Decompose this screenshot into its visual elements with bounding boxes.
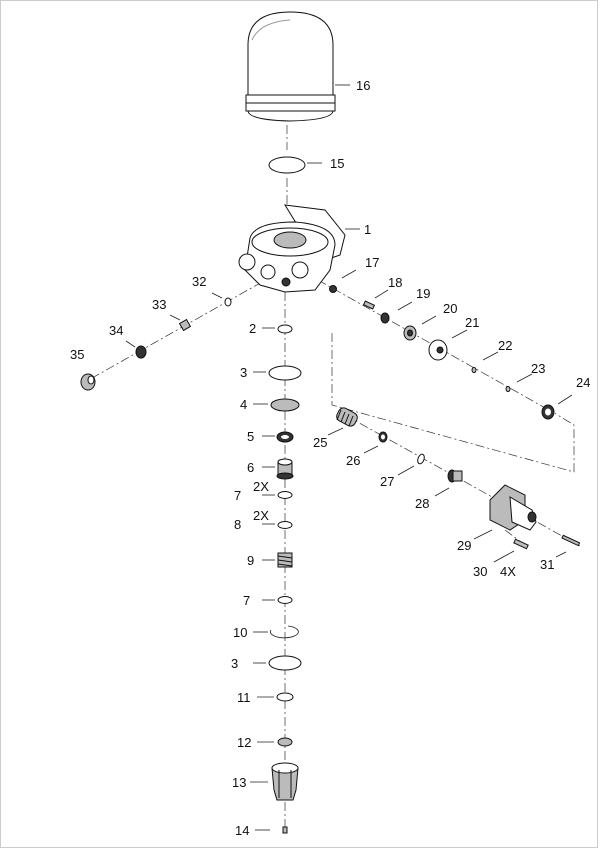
callout-27: 27	[380, 474, 394, 489]
part-3a	[268, 365, 302, 381]
part-1-housing	[238, 204, 346, 293]
callout-34: 34	[109, 323, 123, 338]
right-upper-parts	[329, 285, 555, 420]
callout-17: 17	[365, 255, 379, 270]
callout-20: 20	[443, 301, 457, 316]
part-34	[135, 345, 147, 359]
callout-23: 23	[531, 361, 545, 376]
callout-29: 29	[457, 538, 471, 553]
callout-8: 8	[234, 517, 241, 532]
callout-9: 9	[247, 553, 254, 568]
quantity-8: 2X	[253, 508, 269, 523]
part-12	[277, 737, 293, 747]
callout-1: 1	[364, 222, 371, 237]
part-9-spring	[277, 552, 293, 568]
callout-28: 28	[415, 496, 429, 511]
callout-12: 12	[237, 735, 251, 750]
callout-19: 19	[416, 286, 430, 301]
leader-lines	[125, 84, 573, 831]
part-31-pin	[561, 534, 581, 547]
part-15-o-ring	[268, 156, 306, 174]
part-11	[276, 692, 294, 702]
callout-7a: 7	[234, 488, 241, 503]
callout-35: 35	[70, 347, 84, 362]
callout-32: 32	[192, 274, 206, 289]
part-32	[224, 297, 232, 307]
part-4	[270, 398, 300, 412]
right-lower-parts	[336, 407, 581, 550]
part-6	[276, 458, 294, 480]
part-33	[178, 318, 192, 332]
part-7b	[277, 596, 293, 604]
callout-14: 14	[235, 823, 249, 838]
part-13-cartridge	[271, 762, 299, 801]
part-24	[541, 404, 555, 420]
callout-22: 22	[498, 338, 512, 353]
part-8	[277, 521, 293, 529]
part-27-o-ring	[417, 453, 425, 465]
part-18	[362, 300, 376, 310]
callout-24: 24	[576, 375, 590, 390]
part-23	[505, 386, 511, 392]
part-16-filter-canister	[245, 11, 336, 122]
part-10-snap-ring	[270, 625, 299, 639]
part-35	[80, 373, 96, 391]
part-20	[403, 325, 417, 341]
callout-4: 4	[240, 397, 247, 412]
part-2	[277, 324, 293, 334]
left-port-parts	[80, 297, 232, 391]
callout-26: 26	[346, 453, 360, 468]
part-7a	[277, 491, 293, 499]
callout-5: 5	[247, 429, 254, 444]
part-26	[378, 431, 388, 443]
part-22	[471, 367, 477, 373]
quantity-30: 4X	[500, 564, 516, 579]
part-29-cover	[489, 484, 537, 531]
part-17	[329, 285, 337, 293]
callout-3b: 3	[231, 656, 238, 671]
callout-30: 30	[473, 564, 487, 579]
part-28	[447, 469, 463, 483]
callout-13: 13	[232, 775, 246, 790]
callout-16: 16	[356, 78, 370, 93]
part-19	[380, 312, 390, 324]
callout-25: 25	[313, 435, 327, 450]
callout-labels: 16 15 1 17 18 19 20 21 22 23 24 25 26 27…	[70, 78, 590, 838]
part-21	[428, 339, 448, 361]
center-stack-parts	[268, 324, 302, 834]
callout-7b: 7	[243, 593, 250, 608]
callout-15: 15	[330, 156, 344, 171]
callout-2: 2	[249, 321, 256, 336]
quantity-7: 2X	[253, 479, 269, 494]
callout-11: 11	[237, 690, 251, 705]
callout-33: 33	[152, 297, 166, 312]
part-25-spring	[336, 407, 358, 427]
callout-6: 6	[247, 460, 254, 475]
callout-18: 18	[388, 275, 402, 290]
callout-31: 31	[540, 557, 554, 572]
callout-21: 21	[465, 315, 479, 330]
part-14	[282, 826, 288, 834]
callout-10: 10	[233, 625, 247, 640]
part-30-bolt	[513, 538, 529, 550]
part-3b	[268, 655, 302, 671]
callout-3a: 3	[240, 365, 247, 380]
